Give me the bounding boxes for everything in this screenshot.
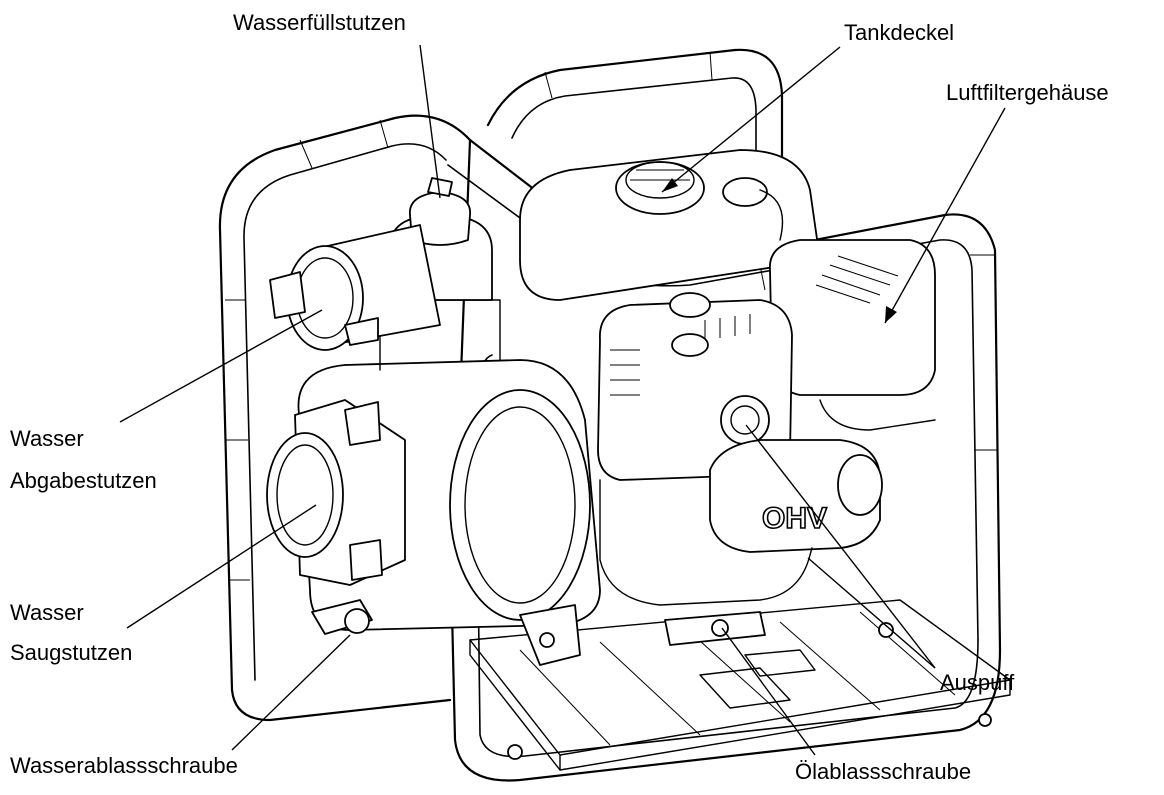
label-water-drain: Wasserablassschraube xyxy=(10,753,238,778)
labels: Wasserfüllstutzen Tankdeckel Luftfilterg… xyxy=(10,10,1109,784)
label-discharge-2: Abgabestutzen xyxy=(10,468,157,493)
label-suction-2: Saugstutzen xyxy=(10,640,132,665)
frame-bolts xyxy=(507,622,992,760)
leader-lines xyxy=(119,44,1006,756)
ohv-mark: OHV xyxy=(762,502,827,535)
label-discharge-1: Wasser xyxy=(10,426,84,451)
label-exhaust: Auspuff xyxy=(940,670,1015,695)
discharge-outlet xyxy=(269,224,441,351)
suction-inlet xyxy=(266,399,406,586)
water-drain-plug xyxy=(311,599,373,635)
roll-frame xyxy=(218,48,1002,782)
engine: OHV xyxy=(519,149,936,666)
label-water-fill: Wasserfüllstutzen xyxy=(233,10,406,35)
label-suction-1: Wasser xyxy=(10,600,84,625)
label-oil-drain: Ölablassschraube xyxy=(795,759,971,784)
water-fill-neck xyxy=(409,177,471,246)
label-air-filter: Luftfiltergehäuse xyxy=(946,80,1109,105)
label-tank-cap: Tankdeckel xyxy=(844,20,954,45)
